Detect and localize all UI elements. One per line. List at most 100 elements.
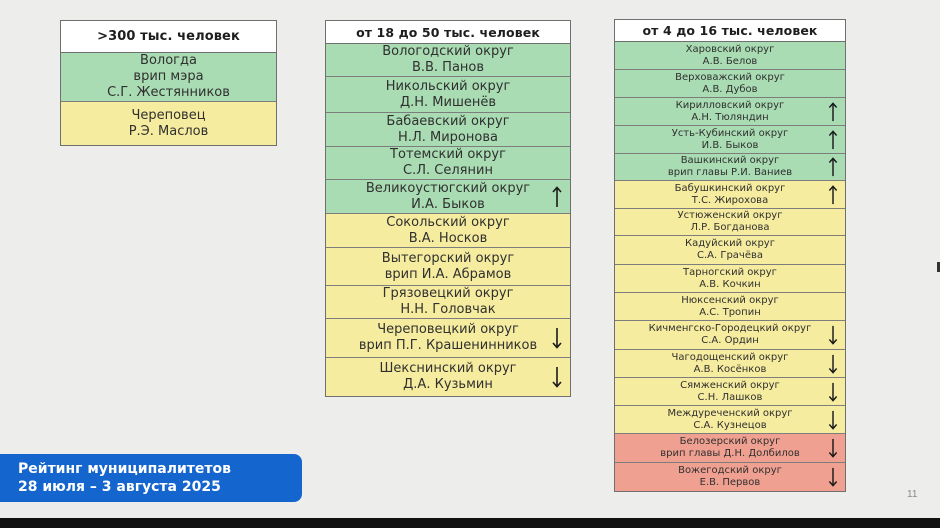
table-header: от 18 до 50 тыс. человек — [326, 21, 570, 44]
row-title: Кичменгско-Городецкий округ — [648, 323, 812, 334]
arrow-up-icon — [552, 185, 562, 208]
row-title: Грязовецкий округ — [382, 286, 514, 301]
arrow-up-icon — [828, 184, 838, 205]
row-detail: Л.Р. Богданова — [690, 222, 770, 233]
arrow-up-icon — [828, 157, 838, 177]
row-title: Никольский округ — [385, 78, 511, 94]
row-detail: А.С. Тропин — [699, 306, 761, 318]
row-detail: врип И.А. Абрамов — [384, 266, 512, 282]
row-detail: А.В. Белов — [702, 55, 758, 67]
row-detail: Р.Э. Маслов — [128, 123, 209, 139]
row-title: Бабаевский округ — [386, 113, 510, 129]
arrow-down-icon — [828, 382, 838, 402]
row-title: Устюженский округ — [677, 210, 783, 221]
table-header: >300 тыс. человек — [61, 21, 276, 53]
row-title: Череповец — [131, 107, 206, 123]
arrow-down-icon — [828, 325, 838, 345]
banner-title: Рейтинг муниципалитетов — [18, 461, 231, 477]
bottom-bar — [0, 518, 940, 528]
row-title: Сямженский округ — [680, 379, 780, 391]
row-detail: А.В. Кочкин — [699, 278, 761, 290]
row-detail: В.В. Панов — [411, 60, 485, 75]
rating-banner: Рейтинг муниципалитетов 28 июля – 3 авгу… — [0, 454, 302, 502]
row-detail: Д.А. Кузьмин — [403, 377, 493, 392]
row-detail: врип П.Г. Крашенинников — [358, 338, 538, 353]
arrow-down-icon — [828, 467, 838, 487]
row-title: Усть-Кубинский округ — [671, 127, 789, 139]
row-detail: А.В. Косёнков — [693, 363, 767, 375]
row-title: Кирилловский округ — [675, 99, 785, 111]
row-title: Вашкинский округ — [680, 155, 780, 166]
row-title: Харовский округ — [685, 43, 775, 55]
row-detail: А.В. Дубов — [702, 83, 758, 95]
row-title: Верховажский округ — [675, 71, 785, 83]
row-title: Вологда — [140, 53, 197, 68]
row-detail: В.А. Носков — [408, 230, 488, 246]
row-detail: Н.Л. Миронова — [398, 129, 498, 145]
row-title: Тарногский округ — [683, 266, 777, 278]
row-detail: С.А. Кузнецов — [693, 419, 767, 431]
row-title: Вологодский округ — [382, 44, 514, 59]
row-detail: И.А. Быков — [411, 196, 485, 212]
row-detail: Н.Н. Головчак — [400, 302, 496, 317]
row-detail: С.Н. Лашков — [697, 391, 763, 403]
arrow-down-icon — [552, 366, 562, 388]
table-18-50k: от 18 до 50 тыс. человек Вологодский окр… — [325, 20, 571, 397]
row-title: Бабушкинский округ — [674, 182, 786, 194]
table-header: от 4 до 16 тыс. человек — [615, 20, 845, 42]
row-title: Сокольский округ — [386, 214, 510, 230]
row-title: Шекснинский округ — [379, 361, 517, 376]
row-detail: Д.Н. Мишенёв — [399, 94, 497, 110]
row-title: Нюксенский округ — [681, 294, 779, 306]
row-detail: врип мэра — [133, 69, 204, 84]
row-detail: И.В. Быков — [701, 139, 759, 151]
row-detail: С.А. Грачёва — [696, 250, 763, 261]
row-detail: С.А. Ордин — [701, 335, 759, 346]
row-detail: Е.В. Первов — [699, 477, 761, 488]
row-title: Вытегорский округ — [381, 250, 515, 266]
row-detail: С.Л. Селянин — [403, 163, 493, 178]
row-title: Великоустюгский округ — [365, 180, 531, 196]
row-detail: А.Н. Тюляндин — [691, 111, 769, 123]
row-detail: врип главы Д.Н. Долбилов — [660, 448, 800, 459]
row-title: Тотемский округ — [390, 147, 506, 162]
row-title: Междуреченский округ — [667, 407, 793, 419]
row-title: Чагодощенский округ — [671, 351, 789, 363]
banner-dates: 28 июля – 3 августа 2025 — [18, 479, 221, 495]
row-detail: С.Г. Жестянников — [107, 85, 230, 100]
row-title: Белозерский округ — [679, 436, 781, 447]
arrow-down-icon — [828, 438, 838, 458]
arrow-down-icon — [828, 410, 838, 430]
arrow-up-icon — [828, 129, 838, 150]
arrow-down-icon — [828, 354, 838, 374]
